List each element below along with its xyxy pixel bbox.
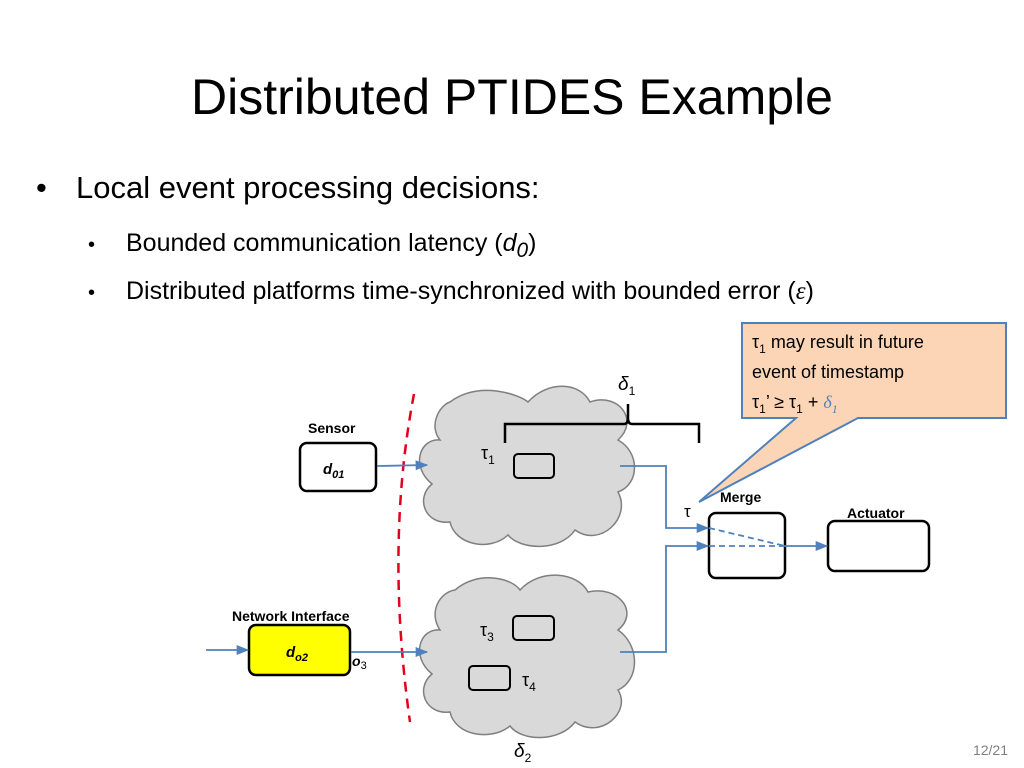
- merge-internal-dashed-1: [708, 527, 786, 547]
- merge-label: Merge: [720, 489, 761, 505]
- tau-label: τ: [684, 502, 691, 521]
- tau4-label: τ4: [522, 670, 536, 694]
- delta2-label: δ2: [514, 741, 532, 765]
- callout-bubble: [698, 322, 1007, 503]
- actor-box-tau3: [512, 615, 555, 641]
- actor-box-tau1: [513, 453, 555, 479]
- slide-title: Distributed PTIDES Example: [191, 69, 833, 125]
- actuator-box: [826, 519, 931, 573]
- network-interface-label: Network Interface: [232, 608, 350, 624]
- network-interface-box: [247, 623, 352, 677]
- actuator-label: Actuator: [847, 505, 905, 521]
- platform-boundary: [397, 393, 416, 723]
- callout-line3: τ1’ ≥ τ1 + δ1: [752, 392, 838, 416]
- bullet-sync: • Distributed platforms time-synchronized…: [88, 274, 814, 310]
- epsilon-symbol: ε: [795, 278, 806, 305]
- bullet-level1-text: Local event processing decisions:: [76, 170, 540, 205]
- network-output-label: o3: [352, 653, 367, 672]
- latency-subscript: 0: [516, 239, 529, 262]
- arrow-lower-cloud-to-merge: [620, 540, 710, 653]
- delta1-brace: [503, 404, 701, 443]
- upper-platform-cloud: [418, 385, 636, 548]
- slide-number: 12/21: [972, 742, 1008, 758]
- actor-box-tau4: [468, 665, 511, 691]
- arrow-sensor-to-cloud: [376, 460, 429, 471]
- arrow-upper-cloud-to-merge: [620, 465, 710, 534]
- bullet-dot: •: [36, 170, 47, 205]
- bullet-dot: •: [88, 282, 96, 304]
- bullet-sync-close: ): [805, 277, 814, 305]
- sensor-box-label: d01: [323, 461, 344, 481]
- network-box-label: do2: [286, 644, 308, 664]
- bullet-dot: •: [88, 234, 96, 256]
- bullet-sync-text: Distributed platforms time-synchronized …: [126, 277, 796, 305]
- bullet-latency-text: Bounded communication latency (: [126, 229, 503, 257]
- tau1-label: τ1: [481, 443, 495, 467]
- latency-symbol: d: [502, 229, 517, 257]
- bullet-latency: • Bounded communication latency (d0): [88, 226, 536, 268]
- callout-line1: τ1 may result in future: [752, 332, 924, 356]
- bullet-level1: • Local event processing decisions:: [36, 168, 540, 208]
- bullet-latency-close: ): [528, 229, 537, 257]
- delta1-label: δ1: [618, 374, 636, 398]
- tau3-label: τ3: [480, 620, 494, 644]
- lower-platform-cloud: [418, 574, 636, 739]
- sensor-box: [298, 441, 378, 493]
- sensor-label: Sensor: [308, 420, 356, 436]
- callout-line2: event of timestamp: [752, 362, 904, 382]
